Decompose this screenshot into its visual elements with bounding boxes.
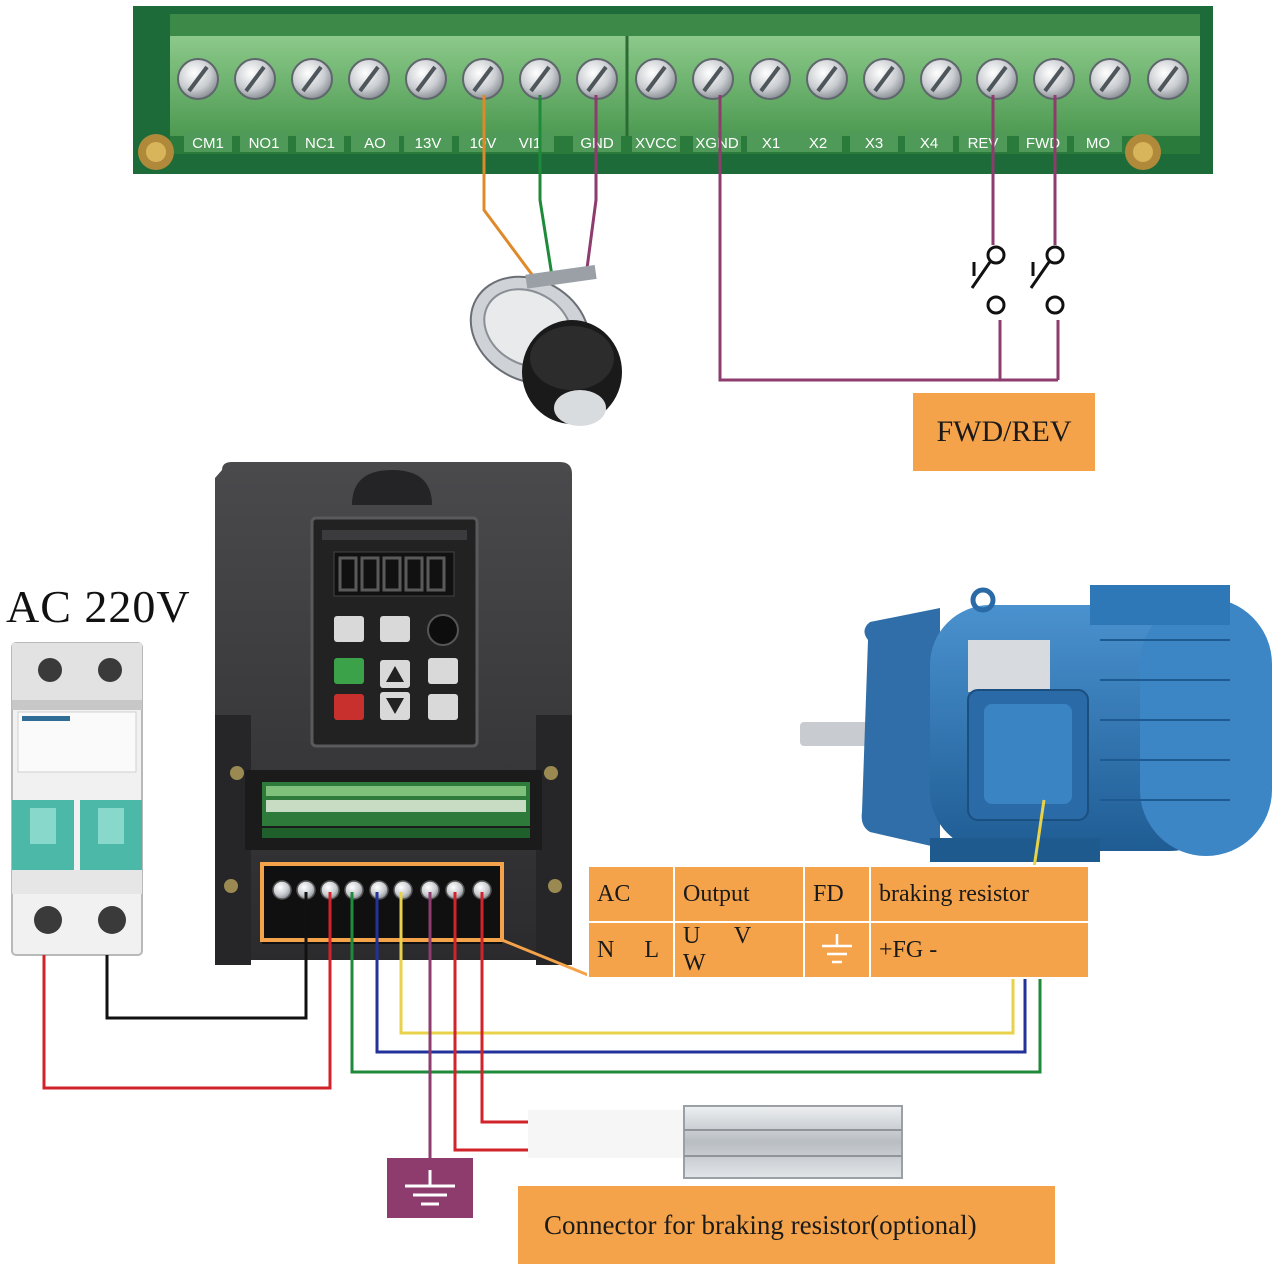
motor-output-wiring — [350, 892, 1042, 1074]
terminal-label-bg — [794, 132, 842, 152]
terminal-label-bg — [747, 132, 795, 152]
screw-icon[interactable] — [635, 58, 677, 100]
screw-icon[interactable] — [863, 58, 905, 100]
terminal-label-nc1: NC1 — [305, 135, 335, 152]
screw-icon[interactable] — [1033, 58, 1075, 100]
terminal-v: V — [733, 923, 751, 949]
terminal-screws — [177, 58, 1189, 100]
screw-icon[interactable] — [344, 880, 364, 900]
terminal-label-bg — [240, 132, 288, 152]
led-digit — [338, 556, 358, 592]
screw-icon[interactable] — [348, 58, 390, 100]
screw-icon[interactable] — [272, 880, 292, 900]
header-output: Output — [673, 865, 805, 923]
terminal-label-13v: 13V — [415, 135, 442, 152]
power-terminal-table: AC Output FD braking resistor N L U V W — [587, 865, 1090, 979]
header-braking-resistor: braking resistor — [869, 865, 1090, 923]
terminal-label-x3: X3 — [865, 135, 883, 152]
fwd-rev-wiring — [718, 95, 1060, 382]
terminal-label-bg — [905, 132, 953, 152]
terminal-label-mo: MO — [1086, 135, 1110, 152]
terminal-label-no1: NO1 — [249, 135, 280, 152]
terminal-label-bg — [506, 132, 554, 152]
terminal-label-xgnd: XGND — [695, 135, 739, 152]
screw-icon[interactable] — [806, 58, 848, 100]
fwd-switch-icon — [1029, 245, 1065, 315]
led-display — [338, 556, 446, 592]
terminal-label-rev: REV — [968, 135, 999, 152]
screw-icon[interactable] — [393, 880, 413, 900]
fwd-rev-label: FWD/REV — [913, 393, 1095, 471]
terminal-label-bg — [632, 132, 680, 152]
screw-icon[interactable] — [692, 58, 734, 100]
motor-icon — [800, 585, 1272, 862]
potentiometer-icon — [469, 265, 622, 426]
terminal-label-bg — [1074, 132, 1122, 152]
screw-icon[interactable] — [576, 58, 618, 100]
screw-icon[interactable] — [1089, 58, 1131, 100]
terminal-label-bg — [693, 132, 741, 152]
screw-icon[interactable] — [462, 58, 504, 100]
terminal-label-bg — [404, 132, 452, 152]
terminal-w: W — [683, 950, 706, 976]
header-fd: FD — [803, 865, 871, 923]
supply-wiring — [42, 892, 332, 1090]
header-ac: AC — [587, 865, 675, 923]
terminal-u: U — [683, 923, 701, 949]
power-terminal-screws — [272, 880, 492, 900]
mounting-screw-icon — [1125, 134, 1161, 170]
screw-icon[interactable] — [234, 58, 276, 100]
terminal-label-x1: X1 — [762, 135, 780, 152]
terminal-label-bg — [184, 132, 232, 152]
led-digit — [360, 556, 380, 592]
led-digit — [382, 556, 402, 592]
terminal-l: L — [644, 936, 660, 963]
screw-icon[interactable] — [369, 880, 389, 900]
screw-icon[interactable] — [1147, 58, 1189, 100]
terminal-label-bg — [959, 132, 1007, 152]
terminal-label-x4: X4 — [920, 135, 938, 152]
screw-icon[interactable] — [405, 58, 447, 100]
terminal-label-fwd: FWD — [1026, 135, 1060, 152]
braking-connector-label: Connector for braking resistor(optional) — [518, 1186, 1055, 1264]
led-digit — [404, 556, 424, 592]
resistor-icon — [528, 1105, 903, 1179]
terminal-label-xvcc: XVCC — [635, 135, 677, 152]
ac-terminals: N L — [587, 921, 675, 979]
screw-icon[interactable] — [920, 58, 962, 100]
rev-switch-icon — [970, 245, 1006, 315]
inverter-icon — [215, 462, 572, 965]
fd-terminal — [803, 921, 871, 979]
terminal-label-cm1: CM1 — [192, 135, 224, 152]
screw-icon[interactable] — [519, 58, 561, 100]
braking-terminals: +FG - — [869, 921, 1090, 979]
terminal-label-x2: X2 — [809, 135, 827, 152]
terminal-label-vi1: VI1 — [519, 135, 542, 152]
terminal-label-ao: AO — [364, 135, 386, 152]
ac-supply-label: AC 220V — [6, 581, 191, 632]
output-terminals: U V W — [673, 921, 805, 979]
screw-icon[interactable] — [976, 58, 1018, 100]
potentiometer-wiring — [482, 95, 598, 281]
terminal-label-bg — [296, 132, 344, 152]
screw-icon[interactable] — [749, 58, 791, 100]
motor-leader-line — [1032, 799, 1046, 869]
terminal-label-bg — [351, 132, 399, 152]
terminal-label-bg — [850, 132, 898, 152]
ground-icon — [822, 934, 852, 964]
ground-icon — [405, 1170, 455, 1206]
leader-line — [501, 938, 589, 977]
terminal-n: N — [597, 936, 615, 963]
ground-box — [387, 1158, 473, 1218]
screw-icon[interactable] — [177, 58, 219, 100]
led-digit — [426, 556, 446, 592]
breaker-icon — [11, 642, 143, 956]
screw-icon[interactable] — [291, 58, 333, 100]
mounting-screw-icon — [138, 134, 174, 170]
